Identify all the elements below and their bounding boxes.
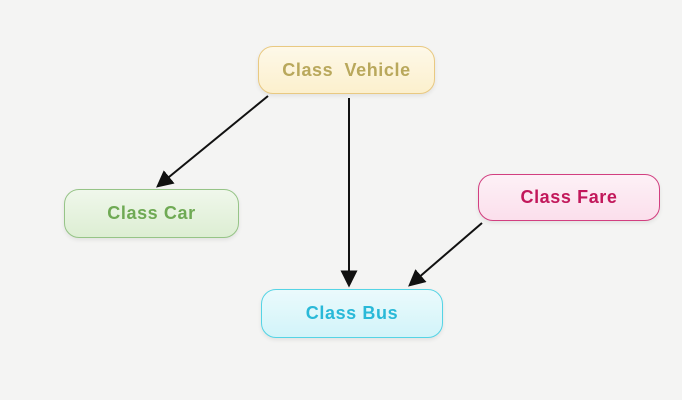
node-class-fare: Class Fare xyxy=(478,174,660,221)
node-class-bus-label: Class Bus xyxy=(305,303,399,323)
node-class-car-label: Class Car xyxy=(107,203,196,223)
edge-fare-to-bus xyxy=(408,222,483,287)
node-class-bus: Class Bus xyxy=(261,289,443,338)
node-class-vehicle: Class Vehicle xyxy=(258,46,435,94)
node-class-vehicle-label: Class Vehicle xyxy=(282,59,411,80)
node-class-fare-label: Class Fare xyxy=(520,187,618,207)
edge-vehicle-to-car xyxy=(156,95,269,188)
node-class-car: Class Car xyxy=(64,189,239,238)
